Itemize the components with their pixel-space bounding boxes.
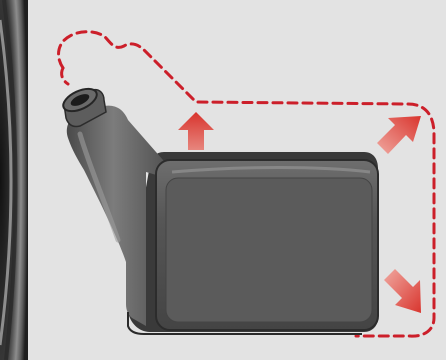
- left-photo-strip: [0, 0, 28, 360]
